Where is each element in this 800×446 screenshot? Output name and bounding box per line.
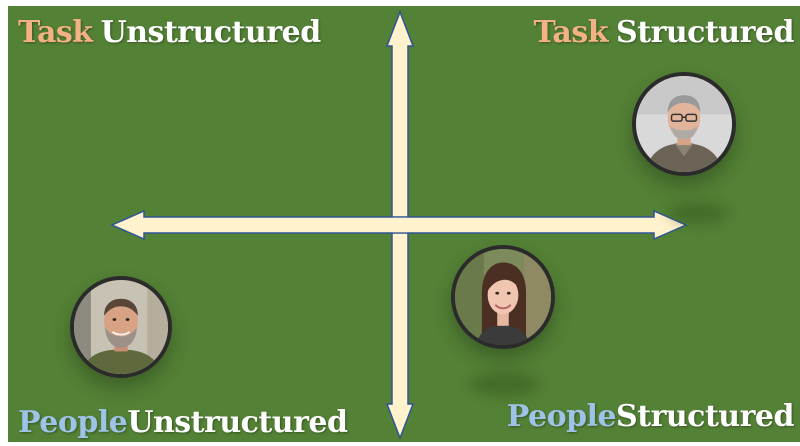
label-people-structured: PeopleStructured bbox=[506, 399, 795, 434]
label-word-task: Task bbox=[18, 15, 93, 50]
person-photo-icon bbox=[74, 280, 168, 374]
person-photo-icon bbox=[636, 76, 732, 172]
avatar-shadow bbox=[668, 202, 728, 224]
axis-crossing bbox=[392, 217, 408, 233]
label-word-task: Task bbox=[533, 15, 609, 50]
label-word-unstructured: Unstructured bbox=[100, 15, 322, 50]
label-word-structured: Structured bbox=[616, 15, 794, 50]
label-word-people: People bbox=[506, 399, 617, 434]
person-photo-icon bbox=[451, 245, 555, 349]
label-word-structured: Structured bbox=[616, 399, 794, 434]
person-photo-icon bbox=[632, 72, 736, 176]
axis-arrows bbox=[110, 9, 688, 441]
person-photo-icon bbox=[455, 249, 551, 345]
person-photo-icon bbox=[70, 276, 172, 378]
label-people-unstructured: PeopleUnstructured bbox=[18, 405, 348, 440]
label-word-people: People bbox=[18, 405, 128, 440]
avatar-shadow bbox=[470, 372, 540, 396]
label-word-unstructured: Unstructured bbox=[127, 405, 348, 440]
